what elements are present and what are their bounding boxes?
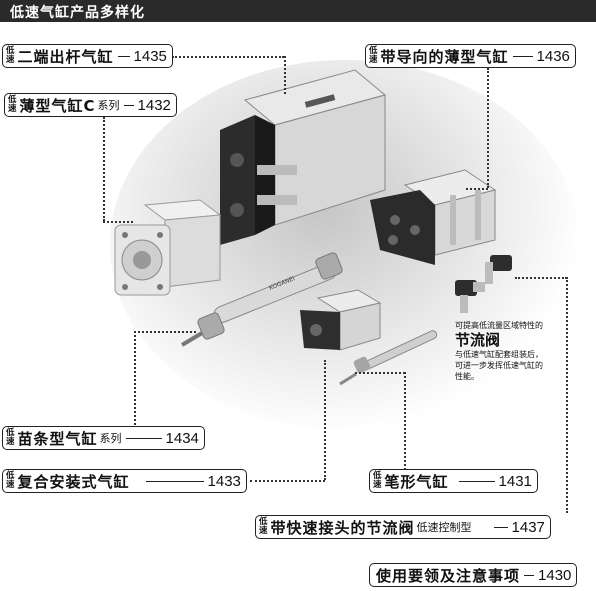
label-name: 二端出杆气缸 [17,47,114,66]
page-number: 1433 [207,472,241,490]
leader-line [466,188,488,190]
dash-line [458,480,495,482]
thin-cylinder-c-image [114,199,222,296]
leader-line [134,331,196,333]
leader-line [324,360,326,480]
slim-cylinder-image: KOGANEI [180,252,343,347]
leader-line [103,221,133,223]
label-composite-mount-cylinder[interactable]: 低速 复合安装式气缸 1433 [2,469,247,493]
label-series: 系列 [97,99,120,112]
note-line: 性能。 [455,372,479,381]
dash-line [524,574,535,576]
note-line: 与低速气缸配套组装后， [455,350,543,359]
label-name: 笔形气缸 [384,472,449,491]
leader-line [355,372,405,374]
header-title: 低速气缸产品多样化 [10,5,145,21]
low-speed-badge: 低速 [6,471,15,490]
dash-line [125,437,162,439]
label-name: 薄型气缸C [19,96,96,115]
composite-mount-cylinder-image [300,289,382,351]
page-number: 1435 [133,47,167,65]
label-name: 复合安装式气缸 [17,472,130,491]
pen-cylinder-image [339,330,438,386]
low-speed-badge: 低速 [6,428,15,447]
leader-line [134,331,136,433]
page-number: 1430 [538,566,572,584]
leader-line [284,56,286,94]
page-number: 1432 [137,96,171,114]
header-bar: 低速气缸产品多样化 [0,0,596,22]
label-pen-cylinder[interactable]: 低速 笔形气缸 1431 [369,469,538,493]
leader-line [515,277,567,279]
label-slim-cylinder[interactable]: 低速 苗条型气缸 系列 1434 [2,426,205,450]
speed-controller-valve-image [455,255,512,313]
label-thin-cylinder-c[interactable]: 低速 薄型气缸C 系列 1432 [4,93,177,117]
note-line: 可进一步发挥低速气缸的 [455,361,543,370]
low-speed-badge: 低速 [6,46,15,65]
dash-line [123,104,134,106]
dash-line [493,526,508,528]
label-series: 系列 [99,432,122,445]
leader-line [404,372,406,470]
dash-line [117,55,130,57]
low-speed-badge: 低速 [369,46,378,65]
leader-line [172,56,284,58]
label-twin-rod-cylinder[interactable]: 低速 二端出杆气缸 1435 [2,44,173,68]
low-speed-badge: 低速 [373,471,382,490]
label-name: 带快速接头的节流阀 [270,518,415,537]
guided-thin-cylinder-image [370,169,497,265]
low-speed-badge: 低速 [259,517,268,536]
label-speed-controller-with-fitting[interactable]: 低速 带快速接头的节流阀 低速控制型 1437 [255,515,551,539]
page-number: 1437 [511,518,545,536]
twin-rod-cylinder-image [220,69,387,245]
leader-line [103,117,105,221]
note-title: 节流阀 [455,331,501,349]
label-name: 使用要领及注意事项 [376,566,521,585]
label-type: 低速控制型 [416,521,472,534]
label-usage-precautions[interactable]: 使用要领及注意事项 1430 [369,563,578,587]
dash-line [145,480,204,482]
leader-line [487,68,489,188]
leader-line [250,480,325,482]
label-name: 苗条型气缸 [17,429,98,448]
dash-line [512,55,533,57]
label-guided-thin-cylinder[interactable]: 低速 带导向的薄型气缸 1436 [365,44,576,68]
note-line: 可提高低流量区域特性的 [455,321,543,330]
page-number: 1431 [498,472,532,490]
low-speed-badge: 低速 [8,95,17,114]
leader-line [566,277,568,513]
page-number: 1434 [165,429,199,447]
speed-controller-note: 可提高低流量区域特性的 节流阀 与低速气缸配套组装后， 可进一步发挥低速气缸的 … [455,320,575,382]
page-number: 1436 [536,47,570,65]
label-name: 带导向的薄型气缸 [380,47,509,66]
